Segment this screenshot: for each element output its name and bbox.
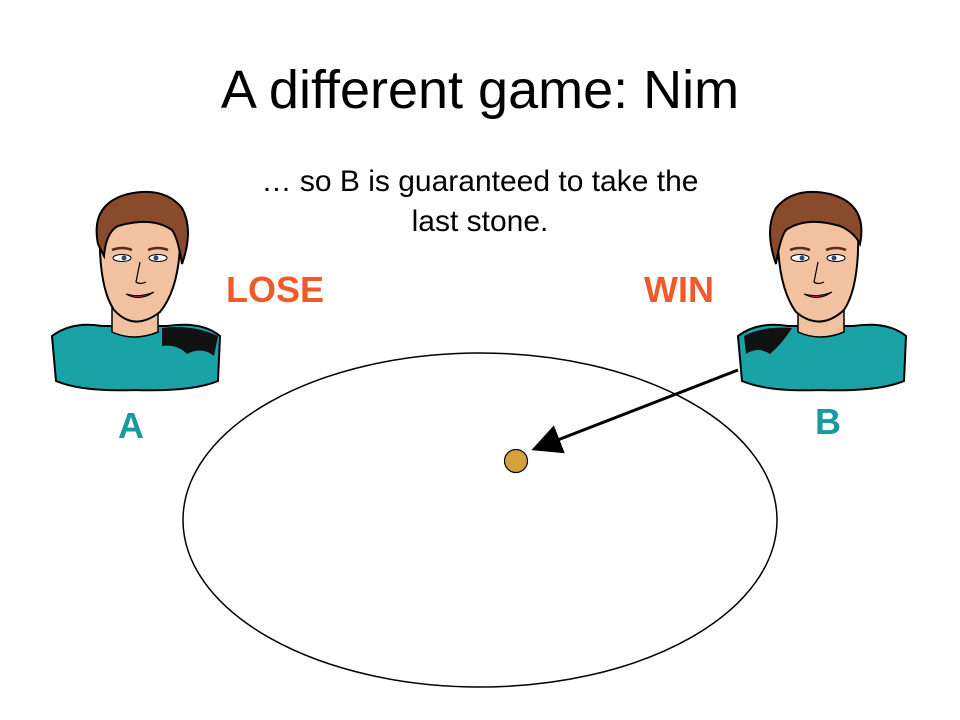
outcome-win-label: WIN xyxy=(644,269,714,310)
outcome-lose-label: LOSE xyxy=(226,269,325,310)
game-board-ellipse xyxy=(182,352,778,688)
player-a-label: A xyxy=(118,405,144,446)
player-a-avatar xyxy=(50,190,222,392)
stone[interactable] xyxy=(503,448,529,474)
take-stone-arrow xyxy=(531,368,739,454)
player-b-label: B xyxy=(815,401,841,442)
slide-title: A different game: Nim xyxy=(220,60,740,120)
slide-subtitle: … so B is guaranteed to take the last st… xyxy=(261,165,699,238)
player-b-avatar xyxy=(736,190,908,392)
